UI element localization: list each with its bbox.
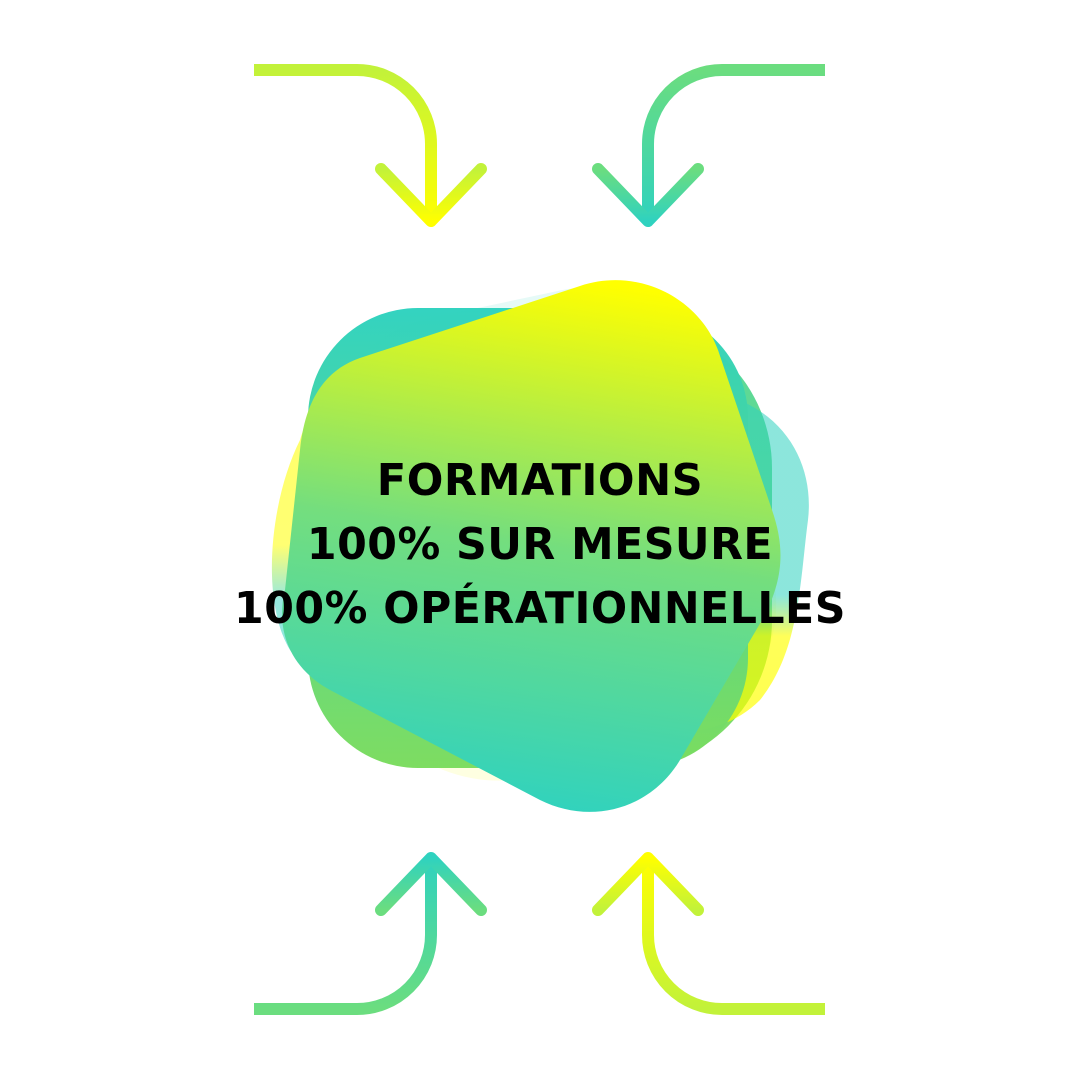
curved-arrow-up-icon (592, 852, 825, 1015)
curved-arrow-down-icon (592, 64, 825, 227)
headline-line-formations: FORMATIONS (376, 455, 704, 506)
headline-line-sur-mesure: 100% SUR MESURE (306, 519, 774, 570)
headline: FORMATIONS 100% SUR MESURE 100% OPÉRATIO… (0, 449, 1080, 641)
gradient-blob (271, 280, 809, 812)
headline-line-operationnelles: 100% OPÉRATIONNELLES (234, 583, 846, 634)
curved-arrow-down-icon (254, 64, 487, 227)
curved-arrow-up-icon (254, 852, 487, 1015)
